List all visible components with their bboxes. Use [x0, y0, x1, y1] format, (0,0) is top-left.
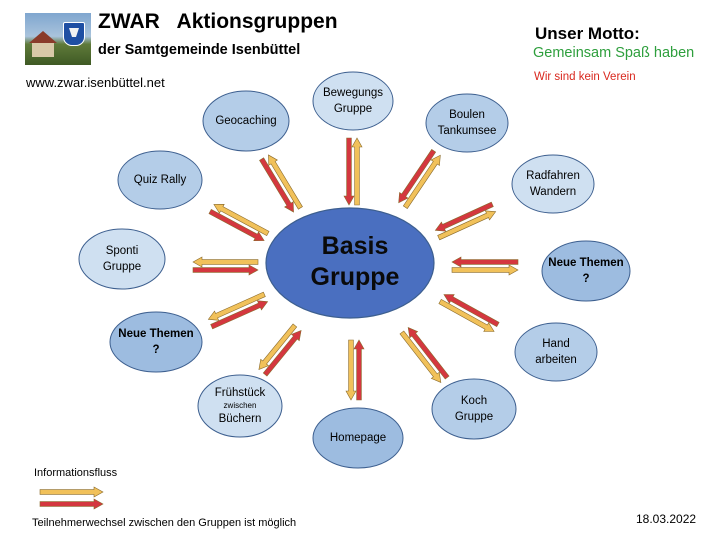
footer-note: Teilnehmerwechsel zwischen den Gruppen i…: [32, 517, 297, 529]
arrow-inward-neue-left: [210, 300, 269, 330]
arrow-outward-geocaching: [268, 154, 303, 210]
group-label-line1: Neue Themen: [548, 257, 624, 269]
group-label-line1: Koch: [460, 395, 488, 407]
motto-line-2: Wir sind kein Verein: [534, 71, 636, 83]
group-label-line2: arbeiten: [535, 354, 577, 366]
group-node-fruehstueck: [197, 374, 283, 438]
group-node-koch: [431, 378, 517, 440]
website-link[interactable]: www.zwar.isenbüttel.net: [26, 75, 165, 90]
group-label-line1: Hand: [542, 338, 570, 350]
legend-arrow-red: [39, 498, 104, 510]
group-label-line1: Sponti: [105, 245, 139, 257]
group-node-boulen: [425, 93, 509, 153]
arrow-inward-quiz: [208, 209, 265, 241]
group-label-line1: Neue Themen: [118, 328, 194, 340]
group-node-homepage: [312, 407, 404, 469]
arrow-outward-hand: [438, 298, 495, 332]
group-label-quiz: Quiz Rally: [134, 172, 186, 188]
group-label-neue-right: Neue Themen?: [548, 255, 623, 287]
group-label-small: zwischen: [223, 401, 257, 410]
group-node-radfahren: [511, 154, 595, 214]
arrow-outward-homepage: [345, 339, 357, 401]
page-subtitle: der Samtgemeinde Isenbüttel: [98, 42, 301, 58]
group-label-line1: Bewegungs: [322, 87, 384, 99]
arrow-inward-hand: [443, 294, 500, 328]
group-label-line1: Radfahren: [526, 170, 580, 182]
group-label-line1: Geocaching: [215, 115, 277, 127]
basis-group-node: [265, 207, 435, 319]
arrow-inward-boulen: [398, 149, 437, 204]
basis-line-2: Gruppe: [310, 263, 400, 291]
arrow-outward-bewegungs: [351, 137, 363, 206]
group-label-line2: ?: [582, 273, 590, 285]
arrow-inward-fruehstueck: [262, 330, 302, 377]
arrow-outward-neue-left: [207, 291, 266, 321]
legend-arrow-yellow: [39, 486, 104, 498]
arrow-outward-koch: [399, 330, 442, 383]
group-node-neue-left: [109, 311, 203, 373]
arrow-inward-sponti: [192, 264, 259, 276]
group-label-hand: Hand arbeiten: [535, 336, 577, 368]
group-label-line2: Wandern: [529, 186, 577, 198]
basis-line-1: Basis: [321, 232, 389, 260]
coat-of-arms-icon: [63, 22, 85, 46]
motto-line-1: Gemeinsam Spaß haben: [533, 45, 695, 61]
arrow-outward-sponti: [192, 256, 259, 268]
group-label-line1: Frühstück: [214, 387, 266, 399]
group-label-geocaching: Geocaching: [215, 113, 276, 129]
group-label-line2: Tankumsee: [437, 125, 497, 137]
group-node-geocaching: [202, 90, 290, 152]
group-label-line2: Gruppe: [333, 103, 373, 115]
group-node-neue-right: [541, 240, 631, 302]
footer-date: 18.03.2022: [636, 512, 697, 526]
arrow-inward-koch: [407, 327, 450, 380]
group-node-sponti: [78, 228, 166, 290]
group-label-line1: Quiz Rally: [133, 174, 187, 186]
group-label-line2: ?: [152, 344, 160, 356]
basis-group-label: Basis Gruppe: [311, 231, 400, 293]
arrow-outward-radfahren: [437, 210, 497, 241]
group-node-bewegungs: [312, 71, 394, 131]
group-label-line2: Büchern: [218, 413, 262, 425]
motto-heading: Unser Motto:: [535, 24, 640, 43]
page-title: ZWAR Aktionsgruppen: [98, 10, 338, 33]
group-node-hand: [514, 322, 598, 382]
arrow-inward-geocaching: [259, 157, 294, 213]
arrow-outward-fruehstueck: [258, 323, 298, 370]
arrow-outward-boulen: [402, 154, 441, 209]
group-node-quiz: [117, 150, 203, 210]
legend-title: Informationsfluss: [34, 467, 118, 479]
arrow-outward-neue-right: [451, 264, 519, 276]
group-label-line2: Gruppe: [454, 411, 494, 423]
group-label-neue-left: Neue Themen?: [118, 326, 193, 358]
group-label-line2: Gruppe: [102, 261, 142, 273]
arrow-outward-quiz: [213, 204, 270, 236]
zwar-logo: [25, 13, 91, 65]
group-label-line1: Boulen: [449, 109, 485, 121]
arrow-inward-homepage: [353, 339, 365, 401]
group-label-homepage: Homepage: [330, 430, 386, 446]
arrow-inward-bewegungs: [343, 137, 355, 206]
arrow-inward-radfahren: [434, 201, 494, 232]
group-label-line1: Homepage: [329, 432, 387, 444]
arrow-inward-neue-right: [451, 256, 519, 268]
